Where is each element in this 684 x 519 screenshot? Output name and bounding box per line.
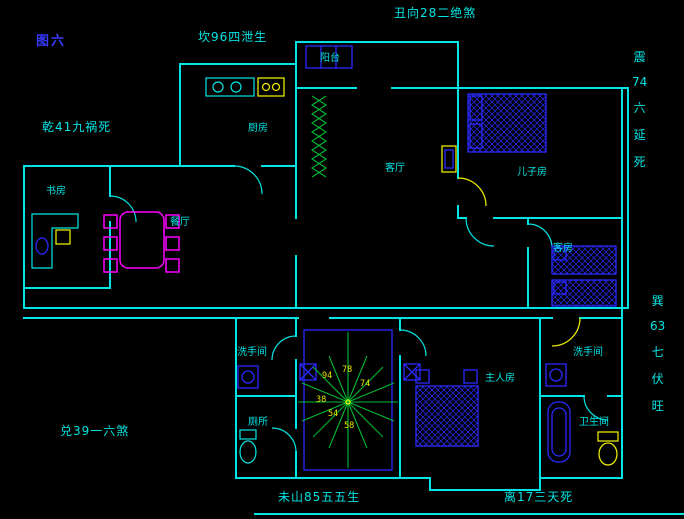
- stair-number: 94: [322, 371, 332, 381]
- annotation-bottom-right: 离17三天死: [504, 490, 574, 504]
- room-label-master-room: 主人房: [485, 371, 515, 384]
- study-desk: [31, 213, 79, 269]
- room-label-bathroom: 卫生间: [579, 415, 609, 428]
- stair-rays: [298, 332, 398, 468]
- stair-number: 74: [360, 379, 370, 389]
- annotation-zhen: 震 74 六 延 死: [632, 48, 647, 170]
- annotation-qian: 乾41九祸死: [42, 120, 112, 134]
- room-label-balcony: 阳台: [320, 51, 340, 64]
- room-label-washroom-left: 洗手间: [237, 345, 267, 358]
- toilet-right: [597, 431, 619, 466]
- staircase: 94 78 74 38 54 58: [298, 329, 398, 471]
- master-bed: [415, 369, 479, 447]
- walls: [23, 41, 684, 515]
- tv-cabinet: [441, 145, 457, 173]
- room-label-washroom-right: 洗手间: [573, 345, 603, 358]
- annotation-xun-line: 伏: [651, 372, 664, 386]
- annotation-bottom-center: 未山85五五生: [278, 490, 361, 504]
- balcony-table: [305, 45, 353, 69]
- annotation-zhen-line: 延: [633, 128, 646, 142]
- washbasin-right: [545, 363, 567, 387]
- room-label-living-room: 客厅: [385, 161, 405, 174]
- dining-set: [103, 211, 180, 273]
- room-label-dining-room: 餐厅: [170, 215, 190, 228]
- annotation-xun-line: 旺: [651, 399, 664, 413]
- washbasin-left: [237, 365, 259, 389]
- annotation-top-center: 丑向28二绝煞: [394, 6, 477, 20]
- room-label-guest-room: 客房: [553, 241, 573, 254]
- annotation-zhen-line: 74: [632, 75, 648, 89]
- annotation-zhen-line: 六: [633, 101, 646, 115]
- toilet-left: [239, 429, 257, 464]
- figure-label: 图六: [36, 34, 67, 49]
- room-labels: 阳台 厨房 客厅 儿子房 书房 餐厅 客房 洗手间 厕所 主人房 洗手间 卫生间: [46, 51, 609, 428]
- door-arcs-accent: [457, 177, 581, 347]
- annotation-xun: 巽 63 七 伏 旺: [650, 292, 665, 414]
- room-label-son-room: 儿子房: [517, 165, 547, 178]
- stair-number: 38: [316, 395, 326, 405]
- room-label-study: 书房: [46, 184, 66, 197]
- stair-number: 54: [328, 409, 338, 419]
- room-label-kitchen: 厨房: [248, 121, 268, 134]
- annotation-xun-line: 63: [650, 319, 666, 333]
- door-arcs: [109, 165, 609, 453]
- stair-number: 58: [344, 421, 354, 431]
- annotation-zhen-line: 死: [633, 155, 646, 169]
- room-label-toilet: 厕所: [248, 416, 268, 428]
- plant-screen: [310, 95, 328, 178]
- bathtub: [547, 401, 571, 463]
- annotation-xun-line: 巽: [651, 294, 664, 308]
- kitchen-counter: [205, 77, 285, 97]
- annotation-kan: 坎96四泄生: [198, 30, 268, 44]
- annotation-zhen-line: 震: [633, 50, 646, 64]
- stair-number: 78: [342, 365, 352, 375]
- annotation-xun-line: 七: [651, 345, 664, 359]
- annotation-dui: 兑39一六煞: [60, 424, 130, 438]
- guest-room-beds: [551, 245, 617, 307]
- son-room-bed: [467, 93, 547, 153]
